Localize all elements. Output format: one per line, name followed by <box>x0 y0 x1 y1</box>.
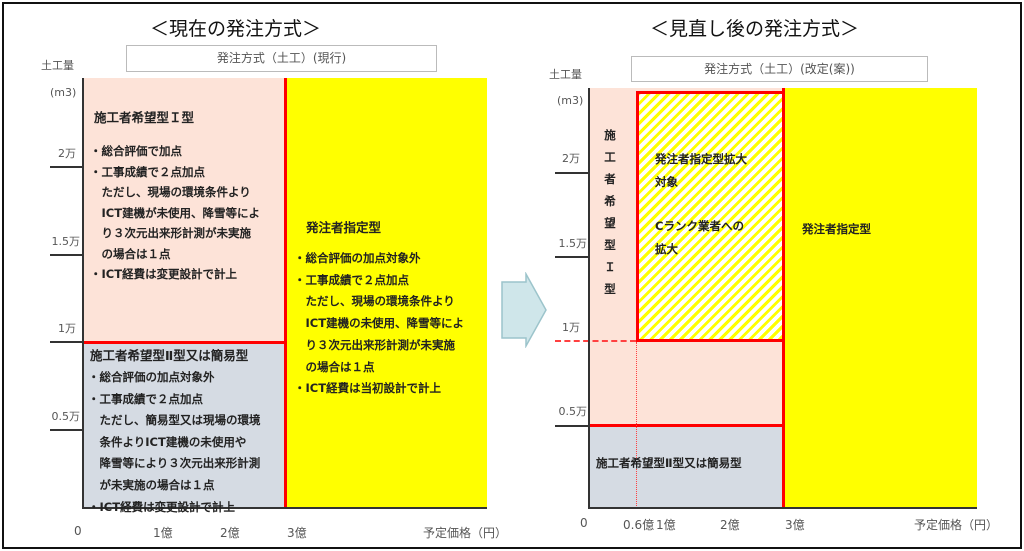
revised-designated-label: 発注者指定型 <box>802 222 871 236</box>
revised-y-axis-label: 土工量 <box>549 68 582 81</box>
x-tick-label: 1億 <box>656 518 676 532</box>
y-tick-label: 1.5万 <box>51 235 81 248</box>
tick-line <box>555 425 589 427</box>
current-subtitle: 発注方式（土工）(現行) <box>126 45 437 72</box>
text-char: 型 <box>604 282 616 296</box>
tick-line <box>50 429 83 431</box>
x-tick-label: 0 <box>580 516 588 530</box>
tick-line <box>555 172 589 174</box>
red-dashed-line <box>555 340 636 342</box>
y-tick-label: 1万 <box>562 321 580 334</box>
tick-line <box>50 341 83 343</box>
text-char: 者 <box>604 172 616 186</box>
text-char: 望 <box>604 216 616 230</box>
tick-line <box>50 254 83 256</box>
text-line: ICT建機が未使用、降雪等によ <box>90 205 261 220</box>
y-tick-label: 0.5万 <box>51 410 81 423</box>
text-line: り３次元出来形計測が未実施 <box>294 337 455 352</box>
current-designated-text: ・総合評価の加点対象外 ・工事成績で２点加点 ただし、現場の環境条件より ICT… <box>294 248 464 400</box>
text-line: ただし、現場の環境条件より <box>294 294 455 309</box>
text-line: 対象 <box>655 174 678 189</box>
x-tick-label: 1億 <box>153 526 173 540</box>
y-tick-label: 1.5万 <box>558 237 588 250</box>
y-tick-label: 1万 <box>58 322 76 335</box>
text-line: ・ICT経費は変更設計で計上 <box>90 267 238 281</box>
y-tick-label: 2万 <box>562 152 580 165</box>
text-line: 発注者指定型拡大 <box>655 152 747 166</box>
text-char: 施 <box>604 128 616 142</box>
text-line: ・工事成績で２点加点 <box>294 272 409 287</box>
text-line: ・ICT経費は当初設計で計上 <box>294 381 442 396</box>
revised-type1-vertical-label: 施 工 者 希 望 型 Ｉ 型 <box>602 124 618 300</box>
text-line: ただし、現場の環境条件より <box>90 185 251 199</box>
text-line: ただし、簡易型又は現場の環境 <box>88 413 261 428</box>
red-divider-vertical <box>284 78 287 508</box>
current-x-axis-label: 予定価格（円） <box>423 526 508 540</box>
spacer <box>655 193 747 215</box>
revised-type2-region <box>590 427 783 508</box>
current-x-axis <box>82 507 487 509</box>
text-char: 希 <box>604 194 616 208</box>
arrow-right-icon <box>501 272 547 348</box>
current-type1-text: ・総合評価で加点 ・工事成績で２点加点 ただし、現場の環境条件より ICT建機が… <box>90 141 260 285</box>
text-line: の場合は１点 <box>90 246 171 261</box>
red-dotted-line <box>636 342 637 508</box>
current-type1-heading: 施工者希望型Ｉ型 <box>94 110 195 125</box>
y-tick-label: 0.5万 <box>558 405 588 418</box>
text-char: Ｉ <box>604 260 616 274</box>
current-title: ＜現在の発注方式＞ <box>150 18 322 40</box>
current-y-axis-label: 土工量 <box>41 59 74 72</box>
expansion-target-text: 発注者指定型拡大 対象 Cランク業者への 拡大 <box>655 148 747 260</box>
text-line: が未実施の場合は１点 <box>88 477 215 492</box>
current-designated-heading: 発注者指定型 <box>306 220 382 235</box>
revised-y-axis <box>588 88 590 509</box>
current-y-unit: (m3) <box>50 86 77 99</box>
revised-type2-label: 施工者希望型Ⅱ型又は簡易型 <box>596 456 742 470</box>
current-type2-heading: 施工者希望型Ⅱ型又は簡易型 <box>90 348 249 363</box>
text-line: ・ICT経費は変更設計で計上 <box>88 499 236 514</box>
x-tick-label: 3億 <box>287 526 307 540</box>
text-line: ・工事成績で２点加点 <box>90 164 205 179</box>
text-line: 降雪等により３次元出来形計測 <box>88 456 261 471</box>
x-tick-label: 3億 <box>785 518 805 532</box>
text-line: ・総合評価の加点対象外 <box>88 370 215 384</box>
revised-title: ＜見直し後の発注方式＞ <box>650 18 860 40</box>
red-divider-horizontal <box>84 341 285 344</box>
tick-line <box>555 256 589 258</box>
x-tick-label: 2億 <box>720 518 740 532</box>
revised-x-axis <box>588 507 977 509</box>
current-type2-text: ・総合評価の加点対象外 ・工事成績で２点加点 ただし、簡易型又は現場の環境 条件… <box>88 367 285 518</box>
x-tick-label: 0.6億 <box>623 518 655 532</box>
text-line: 条件よりICT建機の未使用や <box>88 434 247 449</box>
current-type2-region <box>84 343 285 508</box>
revised-x-axis-label: 予定価格（円） <box>914 518 999 532</box>
y-tick-label: 2万 <box>58 147 76 160</box>
x-tick-label: 2億 <box>220 526 240 540</box>
revised-designated-region <box>785 88 977 508</box>
text-line: ・総合評価で加点 <box>90 144 182 158</box>
x-tick-label: 0 <box>74 524 82 538</box>
current-designated-region <box>287 78 487 508</box>
red-divider-horizontal <box>590 424 783 427</box>
text-line: ICT建機の未使用、降雪等によ <box>294 316 465 331</box>
text-char: 型 <box>604 238 616 252</box>
revised-subtitle: 発注方式（土工）(改定(案)) <box>631 56 928 82</box>
current-type1-region <box>84 78 285 342</box>
text-line: 拡大 <box>655 241 678 256</box>
text-char: 工 <box>604 150 616 164</box>
current-y-axis <box>82 78 84 509</box>
text-line: の場合は１点 <box>294 359 375 374</box>
expansion-target-region <box>636 91 785 342</box>
red-divider-vertical <box>782 88 785 508</box>
revised-y-unit: (m3) <box>557 94 584 107</box>
text-line: ・総合評価の加点対象外 <box>294 251 421 265</box>
text-line: Cランク業者への <box>655 219 744 233</box>
text-line: ・工事成績で２点加点 <box>88 391 203 406</box>
tick-line <box>50 166 83 168</box>
text-line: り３次元出来形計測が未実施 <box>90 226 251 240</box>
